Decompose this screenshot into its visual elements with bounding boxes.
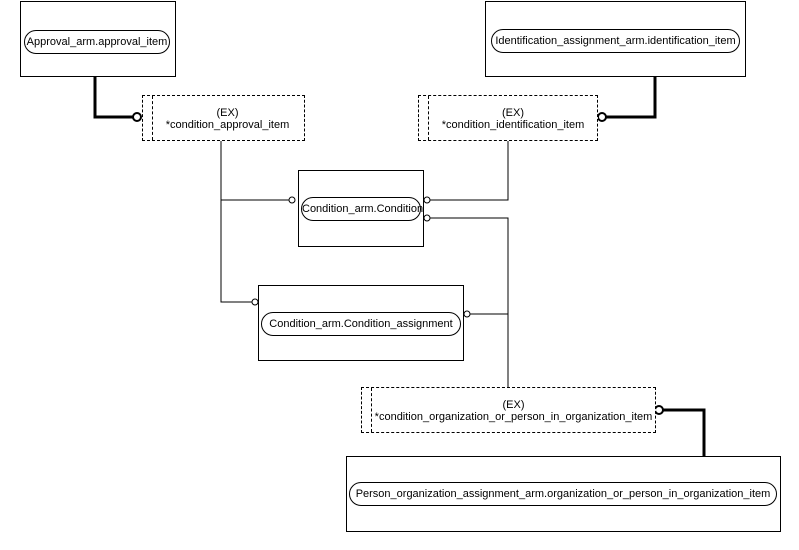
- rel-end-circle: [463, 310, 471, 318]
- link-end-circle: [132, 112, 142, 122]
- rel-condition-identification: [430, 140, 509, 201]
- identification-item-label: Identification_assignment_arm.identifica…: [491, 29, 740, 53]
- link-end-circle: [654, 405, 664, 415]
- rel-assignment-condition: [220, 200, 252, 303]
- select-name: *condition_identification_item: [441, 119, 585, 131]
- condition-entity[interactable]: Condition_arm.Condition: [298, 170, 424, 247]
- identification-item-entity[interactable]: Identification_assignment_arm.identifica…: [485, 1, 746, 77]
- condition-label: Condition_arm.Condition: [301, 197, 423, 221]
- org-person-item-entity[interactable]: Person_organization_assignment_arm.organ…: [346, 456, 781, 532]
- rel-end-circle: [423, 214, 431, 222]
- condition-assignment-label: Condition_arm.Condition_assignment: [261, 312, 461, 336]
- condition-assignment-entity[interactable]: Condition_arm.Condition_assignment: [258, 285, 464, 361]
- condition-organization-select[interactable]: (EX) *condition_organization_or_person_i…: [361, 387, 656, 433]
- select-name: *condition_approval_item: [165, 119, 290, 131]
- select-name: *condition_organization_or_person_in_org…: [374, 411, 653, 423]
- link-end-circle: [597, 112, 607, 122]
- rel-condition-organization: [430, 217, 509, 387]
- rel-condition-approval: [220, 140, 289, 201]
- approval-item-entity[interactable]: Approval_arm.approval_item: [20, 1, 176, 77]
- condition-identification-select[interactable]: (EX) *condition_identification_item: [418, 95, 598, 141]
- select-tag: (EX): [502, 399, 525, 411]
- link-identification-to-select: [606, 76, 657, 119]
- rel-end-circle: [288, 196, 296, 204]
- approval-item-label: Approval_arm.approval_item: [24, 30, 170, 54]
- link-approval-to-select: [93, 77, 133, 119]
- select-tag: (EX): [216, 107, 239, 119]
- rel-end-circle: [423, 196, 431, 204]
- org-person-item-label: Person_organization_assignment_arm.organ…: [349, 482, 777, 506]
- link-org-entity-to-select: [663, 408, 706, 456]
- select-tag: (EX): [502, 107, 524, 119]
- condition-approval-select[interactable]: (EX) *condition_approval_item: [142, 95, 305, 141]
